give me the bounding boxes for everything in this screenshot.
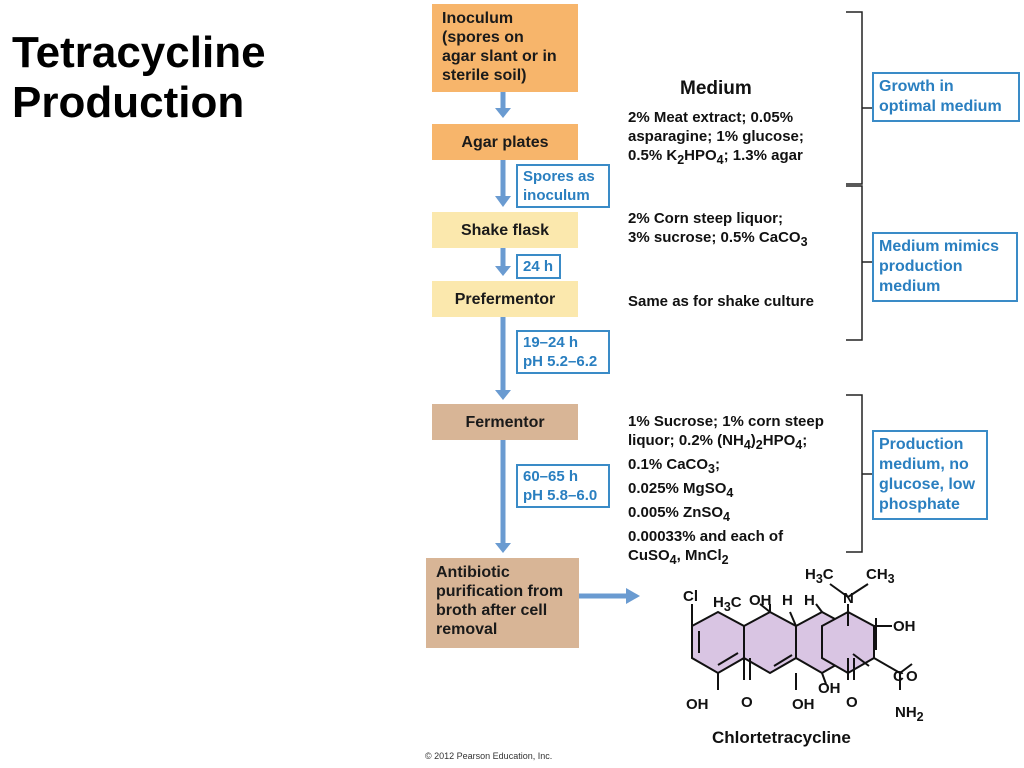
mol-ch3: CH3 (866, 566, 895, 586)
ring-b (743, 610, 797, 675)
mol-o-amide: O (906, 668, 918, 685)
mol-c: C (893, 668, 904, 685)
mol-o-bottom-2: O (846, 694, 858, 711)
mol-h-1: H (782, 592, 793, 609)
step-fermentor: Fermentor (432, 404, 578, 440)
mol-h3c-n: H3C (805, 566, 834, 586)
medium-prefermentor: Same as for shake culture (628, 293, 814, 310)
note-growth: Growth in optimal medium (872, 72, 1020, 122)
tag-24h: 24 h (516, 254, 561, 279)
title-line-1: Tetracycline (12, 28, 266, 77)
molecule-bonds (691, 583, 913, 690)
step-prefermentor: Prefermentor (432, 281, 578, 317)
mol-h-2: H (804, 592, 815, 609)
tag-spores-inoculum: Spores as inoculum (516, 164, 610, 208)
mol-oh-bottom-2: OH (792, 696, 815, 713)
mol-n: N (843, 590, 854, 607)
bracket-2 (846, 185, 863, 341)
tag-19-24h: 19–24 h pH 5.2–6.2 (516, 330, 610, 374)
tag-60-65h: 60–65 h pH 5.8–6.0 (516, 464, 610, 508)
medium-heading: Medium (680, 78, 752, 99)
title-line-2: Production (12, 78, 245, 127)
mol-nh2: NH2 (895, 704, 924, 724)
bracket-3 (846, 394, 863, 553)
step-shake-flask: Shake flask (432, 212, 578, 248)
brackets (846, 11, 863, 553)
mol-oh-bottom-1: OH (686, 696, 709, 713)
flow-arrows (495, 92, 640, 604)
bracket-1 (846, 11, 863, 185)
note-production: Production medium, no glucose, low phosp… (872, 430, 988, 520)
mol-oh-mid: OH (818, 680, 841, 697)
molecule-rings (691, 610, 875, 675)
mol-oh-right: OH (893, 618, 916, 635)
step-purification: Antibiotic purification from broth after… (426, 558, 579, 648)
mol-oh-top: OH (749, 592, 772, 609)
mol-o-bottom-1: O (741, 694, 753, 711)
note-mimics: Medium mimics production medium (872, 232, 1018, 302)
medium-shake-flask: 2% Corn steep liquor; 3% sucrose; 0.5% C… (628, 210, 808, 249)
copyright: © 2012 Pearson Education, Inc. (425, 751, 553, 761)
medium-agar: 2% Meat extract; 0.05% asparagine; 1% gl… (628, 109, 804, 167)
step-inoculum: Inoculum (spores on agar slant or in ste… (432, 4, 578, 92)
medium-fermentor: 1% Sucrose; 1% corn steep liquor; 0.2% (… (628, 413, 824, 567)
slide-title: Tetracycline Production (12, 28, 266, 128)
step-agar-plates: Agar plates (432, 124, 578, 160)
mol-h3c-left: H3C (713, 594, 742, 614)
mol-cl: Cl (683, 588, 698, 605)
molecule-name: Chlortetracycline (712, 728, 851, 747)
